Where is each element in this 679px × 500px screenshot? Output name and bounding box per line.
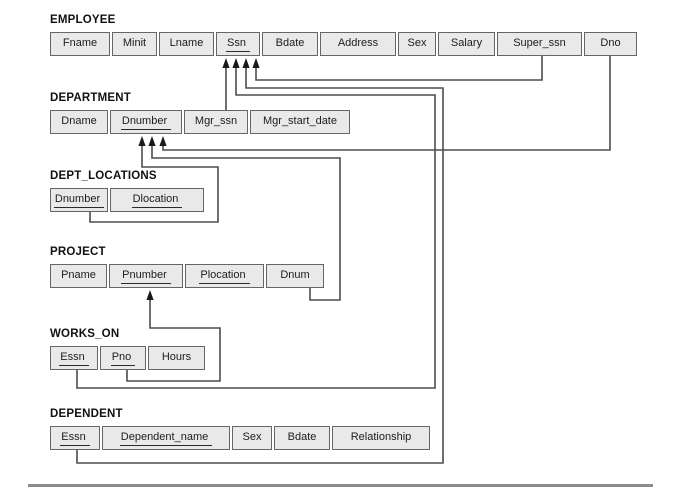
column-employee-ssn: Ssn (216, 32, 260, 56)
attribute-label: Dname (61, 115, 97, 127)
column-department-mgr-start-date: Mgr_start_date (250, 110, 350, 134)
fk-arrowhead-employee-super-ssn-to-employee-ssn (252, 58, 260, 68)
fk-line-employee-dno-to-department-dnumber (162, 56, 611, 151)
attribute-label: Minit (122, 37, 147, 49)
column-employee-super-ssn: Super_ssn (497, 32, 582, 56)
attribute-label: Sex (407, 37, 427, 49)
fk-line-employee-super-ssn-to-employee-ssn (255, 56, 543, 81)
attribute-label: Lname (169, 37, 204, 49)
fk-arrowhead-dept-locations-dnumber-to-department-dnumber (138, 136, 146, 146)
column-employee-sex: Sex (398, 32, 436, 56)
column-project-dnum: Dnum (266, 264, 324, 288)
column-works-on-essn: Essn (50, 346, 98, 370)
column-employee-lname: Lname (159, 32, 214, 56)
fk-line-dept-locations-dnumber-to-department-dnumber (89, 146, 219, 223)
column-works-on-pno: Pno (100, 346, 146, 370)
column-employee-dno: Dno (584, 32, 637, 56)
column-employee-minit: Minit (112, 32, 157, 56)
primary-key-attribute-label: Pno (110, 350, 136, 366)
attribute-label: Fname (62, 37, 98, 49)
fk-arrowhead-works-on-essn-to-employee-ssn (232, 58, 240, 68)
attribute-row-dependent: Essn Dependent_name Sex Bdate Relationship (50, 426, 430, 450)
attribute-label: Mgr_ssn (194, 115, 238, 127)
column-employee-salary: Salary (438, 32, 495, 56)
schema-table-works-on: WORKS_ON Essn Pno Hours (50, 328, 205, 370)
primary-key-attribute-label: Pnumber (121, 268, 171, 284)
column-project-plocation: Plocation (185, 264, 264, 288)
column-project-pname: Pname (50, 264, 107, 288)
attribute-row-department: Dname Dnumber Mgr_ssn Mgr_start_date (50, 110, 350, 134)
column-dependent-essn: Essn (50, 426, 100, 450)
fk-line-works-on-essn-to-employee-ssn (76, 68, 436, 389)
column-dependent-sex: Sex (232, 426, 272, 450)
attribute-label: Pname (61, 269, 96, 281)
column-dept-locations-dnumber: Dnumber (50, 188, 108, 212)
attribute-label: Bdate (275, 37, 305, 49)
attribute-label: Salary (450, 37, 483, 49)
primary-key-attribute-label: Dnumber (53, 192, 105, 208)
fk-arrowhead-works-on-pno-to-project-pnumber (146, 290, 154, 300)
attribute-row-works-on: Essn Pno Hours (50, 346, 205, 370)
primary-key-attribute-label: Plocation (199, 268, 250, 284)
table-name-project: PROJECT (50, 246, 106, 258)
column-project-pnumber: Pnumber (109, 264, 183, 288)
attribute-row-project: Pname Pnumber Plocation Dnum (50, 264, 324, 288)
primary-key-attribute-label: Dnumber (120, 114, 172, 130)
table-name-department: DEPARTMENT (50, 92, 132, 104)
column-department-dnumber: Dnumber (110, 110, 182, 134)
attribute-label: Mgr_start_date (263, 115, 337, 127)
column-dept-locations-dlocation: Dlocation (110, 188, 204, 212)
fk-arrowhead-department-mgr-ssn-to-employee-ssn (222, 58, 230, 68)
schema-table-department: DEPARTMENT Dname Dnumber Mgr_ssn Mgr_start_d… (50, 92, 350, 134)
column-dependent-relationship: Relationship (332, 426, 430, 450)
attribute-label: Address (337, 37, 379, 49)
schema-table-dept-locations: DEPT_LOCATIONS Dnumber Dlocation (50, 170, 204, 212)
column-dependent-dependent-name: Dependent_name (102, 426, 230, 450)
figure-separator-line (28, 484, 653, 487)
primary-key-attribute-label: Ssn (226, 36, 250, 52)
column-department-mgr-ssn: Mgr_ssn (184, 110, 248, 134)
attribute-label: Dno (600, 37, 621, 49)
column-department-dname: Dname (50, 110, 108, 134)
column-dependent-bdate: Bdate (274, 426, 330, 450)
column-employee-fname: Fname (50, 32, 110, 56)
attribute-label: Sex (242, 431, 262, 443)
fk-line-project-dnum-to-department-dnumber (151, 146, 341, 301)
attribute-row-dept-locations: Dnumber Dlocation (50, 188, 204, 212)
table-name-dept-locations: DEPT_LOCATIONS (50, 170, 157, 182)
fk-arrowhead-dependent-essn-to-employee-ssn (242, 58, 250, 68)
attribute-row-employee: Fname Minit Lname Ssn Bdate Address Sex Salary S… (50, 32, 637, 56)
attribute-label: Bdate (287, 431, 317, 443)
column-employee-address: Address (320, 32, 396, 56)
column-employee-bdate: Bdate (262, 32, 318, 56)
primary-key-attribute-label: Essn (60, 430, 90, 446)
schema-table-project: PROJECT Pname Pnumber Plocation Dnum (50, 246, 324, 288)
attribute-label: Relationship (350, 431, 412, 443)
primary-key-attribute-label: Dependent_name (119, 430, 213, 446)
table-name-works-on: WORKS_ON (50, 328, 120, 340)
fk-arrowhead-employee-dno-to-department-dnumber (159, 136, 167, 146)
attribute-label: Super_ssn (513, 37, 566, 49)
attribute-label: Dnum (280, 269, 310, 281)
schema-table-dependent: DEPENDENT Essn Dependent_name Sex Bdate Relat… (50, 408, 430, 450)
primary-key-attribute-label: Essn (59, 350, 89, 366)
primary-key-attribute-label: Dlocation (131, 192, 183, 208)
fk-line-works-on-pno-to-project-pnumber (126, 300, 221, 382)
fk-line-dependent-essn-to-employee-ssn (76, 68, 444, 464)
attribute-label: Hours (161, 351, 192, 363)
schema-table-employee: EMPLOYEE Fname Minit Lname Ssn Bdate Address Se… (50, 14, 637, 56)
fk-arrowhead-project-dnum-to-department-dnumber (148, 136, 156, 146)
column-works-on-hours: Hours (148, 346, 205, 370)
table-name-employee: EMPLOYEE (50, 14, 116, 26)
table-name-dependent: DEPENDENT (50, 408, 123, 420)
